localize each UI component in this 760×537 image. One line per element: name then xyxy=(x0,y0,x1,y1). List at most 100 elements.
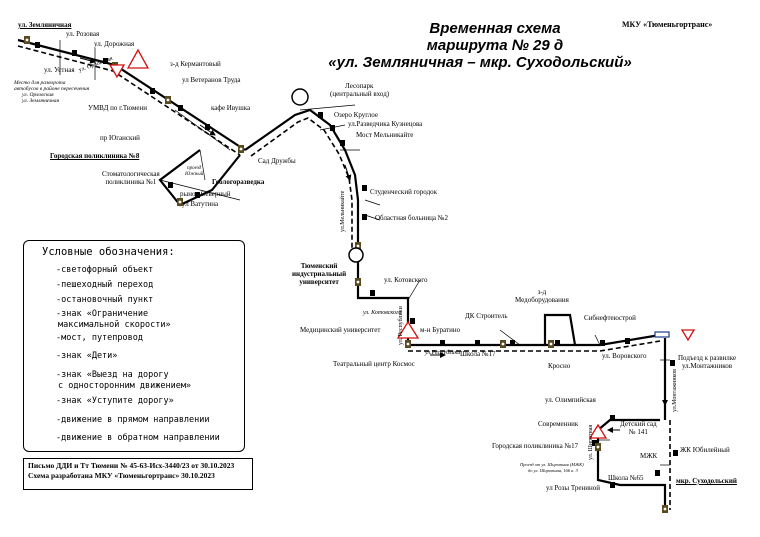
stop-marker xyxy=(670,360,675,366)
note-line-2: Схема разработана МКУ «Тюменьгортранс» 3… xyxy=(28,471,215,480)
stop-marker xyxy=(362,214,367,220)
stop-marker xyxy=(510,340,515,346)
traffic-light-icon xyxy=(662,505,668,513)
traffic-light-icon xyxy=(405,340,411,348)
label-lesopark: Лесопарк (центральный вход) xyxy=(330,82,390,98)
title-line-3: «ул. Земляничная – мкр. Суходольский» xyxy=(328,54,632,71)
stop-marker xyxy=(35,42,40,48)
oneway-sign-icon xyxy=(654,331,670,338)
label-zemlyanichnaya: ул. Земляничная xyxy=(18,21,72,29)
label-studgorodok: Студенческий городок xyxy=(370,188,438,196)
children-sign-icon xyxy=(126,48,150,69)
label-melnikaite-vertical: ул.Мельникайте xyxy=(340,190,346,232)
title-line-1: Временная схема xyxy=(429,20,561,37)
uturn-circle-icon xyxy=(291,88,309,106)
route-segment-melnikaite xyxy=(244,108,360,260)
label-iwushka: кафе Ивушка xyxy=(211,104,251,112)
stop-marker xyxy=(475,340,480,346)
label-zavod-medoborudovaniya: з-д Медоборудования xyxy=(515,288,569,304)
stops xyxy=(35,42,678,488)
label-oblbolnica: Областная больница №2 xyxy=(375,214,448,222)
stop-marker xyxy=(592,440,597,446)
stop-marker xyxy=(610,482,615,488)
children-sign-icon xyxy=(396,320,420,339)
label-umvd: УМВД по г.Тюмени xyxy=(88,104,148,112)
label-sad-druzhby: Сад Дружбы xyxy=(258,157,296,165)
label-tiu: Тюменский индустриальный университет xyxy=(292,262,347,286)
label-respubliki-vertical: ул. Республики xyxy=(398,306,404,345)
label-shkola17: Школа №17 xyxy=(460,350,496,358)
stop-marker xyxy=(72,50,77,56)
label-dk-stroitel: ДК Строитель xyxy=(465,312,508,320)
label-olimpiyskaya: ул. Олимпийская xyxy=(545,396,596,404)
road-signs xyxy=(108,48,696,439)
label-montazhnikov-vertical: ул.Монтажников xyxy=(672,369,678,412)
label-dorozhnaya: ул. Дорожная xyxy=(94,40,135,48)
label-kotovskogo-h: ул. Котовского xyxy=(363,310,402,316)
route-segment-respubliki xyxy=(408,333,661,347)
stop-marker xyxy=(168,182,173,188)
org-name: МКУ «Тюменьгортранс» xyxy=(622,20,713,29)
label-proezd-shirotnaya: Проезд от ул. Широтная (МЖК) до ул. Широ… xyxy=(520,462,584,473)
traffic-light-icon xyxy=(548,340,554,348)
stop-marker xyxy=(340,140,345,146)
label-krosno: Кросно xyxy=(548,362,571,370)
label-poliklinika8: Городская поликлиника №8 xyxy=(50,152,140,160)
traffic-light-icon xyxy=(355,278,361,286)
stop-marker xyxy=(318,112,323,118)
traffic-light-icon xyxy=(595,443,601,451)
legend-title: Условные обозначения: xyxy=(42,246,175,258)
stop-marker xyxy=(150,88,155,94)
label-vatutina: ул Ватутина xyxy=(182,200,219,208)
stop-marker xyxy=(673,450,678,456)
label-ozero: Озеро Круглое xyxy=(334,111,378,119)
children-sign-icon xyxy=(588,423,608,439)
stop-marker xyxy=(178,105,183,111)
label-ustnaya: ул. Устная xyxy=(44,66,75,74)
stop-marker xyxy=(655,470,660,476)
label-veteranov: ул Ветеранов Труда xyxy=(182,76,241,84)
traffic-light-icon xyxy=(24,36,30,44)
label-podezd: Подъезд к развилке ул.Монтажников xyxy=(678,354,737,370)
stop-marker xyxy=(103,58,108,64)
label-respubliki-h: ул.Республики xyxy=(425,350,461,356)
label-medun: Медицинский университет xyxy=(300,326,381,334)
stop-marker xyxy=(610,415,615,421)
label-yuganskiy: пр Юганский xyxy=(100,134,140,142)
label-most-melnikaite: Мост Мельникайте xyxy=(356,131,414,139)
traffic-light-icon xyxy=(355,242,361,250)
label-shirotnaya-vertical: ул. Широтная xyxy=(588,424,594,460)
stop-marker xyxy=(330,125,335,131)
label-gorpoliklinika17: Городская поликлиника №17 xyxy=(492,442,579,450)
label-geologorazvedka: Геологоразведка xyxy=(212,178,265,186)
label-rozovaya: ул. Розовая xyxy=(66,30,100,38)
stop-marker xyxy=(195,192,200,198)
title-line-2: маршрута № 29 д xyxy=(426,37,564,54)
traffic-light-icon xyxy=(238,145,244,153)
label-rynok: рынок Северный xyxy=(180,190,231,198)
direction-arrows xyxy=(79,57,668,433)
label-sibneft: Сибнефтеюстрой xyxy=(584,314,636,322)
label-mzhk: МЖК xyxy=(640,452,658,460)
stop-marker xyxy=(555,340,560,346)
stop-marker xyxy=(440,340,445,346)
document-note: Письмо ДДИ и Тт Тюмени № 45-63-Исх-3440/… xyxy=(23,458,253,490)
label-detsad: Детский сад № 141 xyxy=(620,420,657,436)
stop-marker xyxy=(625,338,630,344)
label-suhodolsky: мкр. Суходольский xyxy=(676,477,737,485)
label-razvedchika: ул.Разведчика Кузнецова xyxy=(348,120,423,128)
note-line-1: Письмо ДДИ и Тт Тюмени № 45-63-Исх-3440/… xyxy=(28,461,235,470)
label-sovremennik: Современник xyxy=(538,420,579,428)
uturn-circle-icon xyxy=(348,247,364,263)
traffic-light-icon xyxy=(500,340,506,348)
stop-marker xyxy=(600,340,605,346)
traffic-light-icon xyxy=(177,198,183,206)
traffic-light-icon xyxy=(165,96,171,104)
label-proezd-yuzhny: проезд Южный xyxy=(185,166,204,177)
stop-marker xyxy=(370,290,375,296)
label-roza-treninoy: ул Розы Трениной xyxy=(546,484,600,492)
label-stomatology: Стоматологическая поликлиника №1 xyxy=(102,170,160,186)
label-zhk: ЖК Юбилейный xyxy=(680,446,730,454)
label-kotovskogo: ул. Котовского xyxy=(384,276,428,284)
stop-marker xyxy=(362,185,367,191)
